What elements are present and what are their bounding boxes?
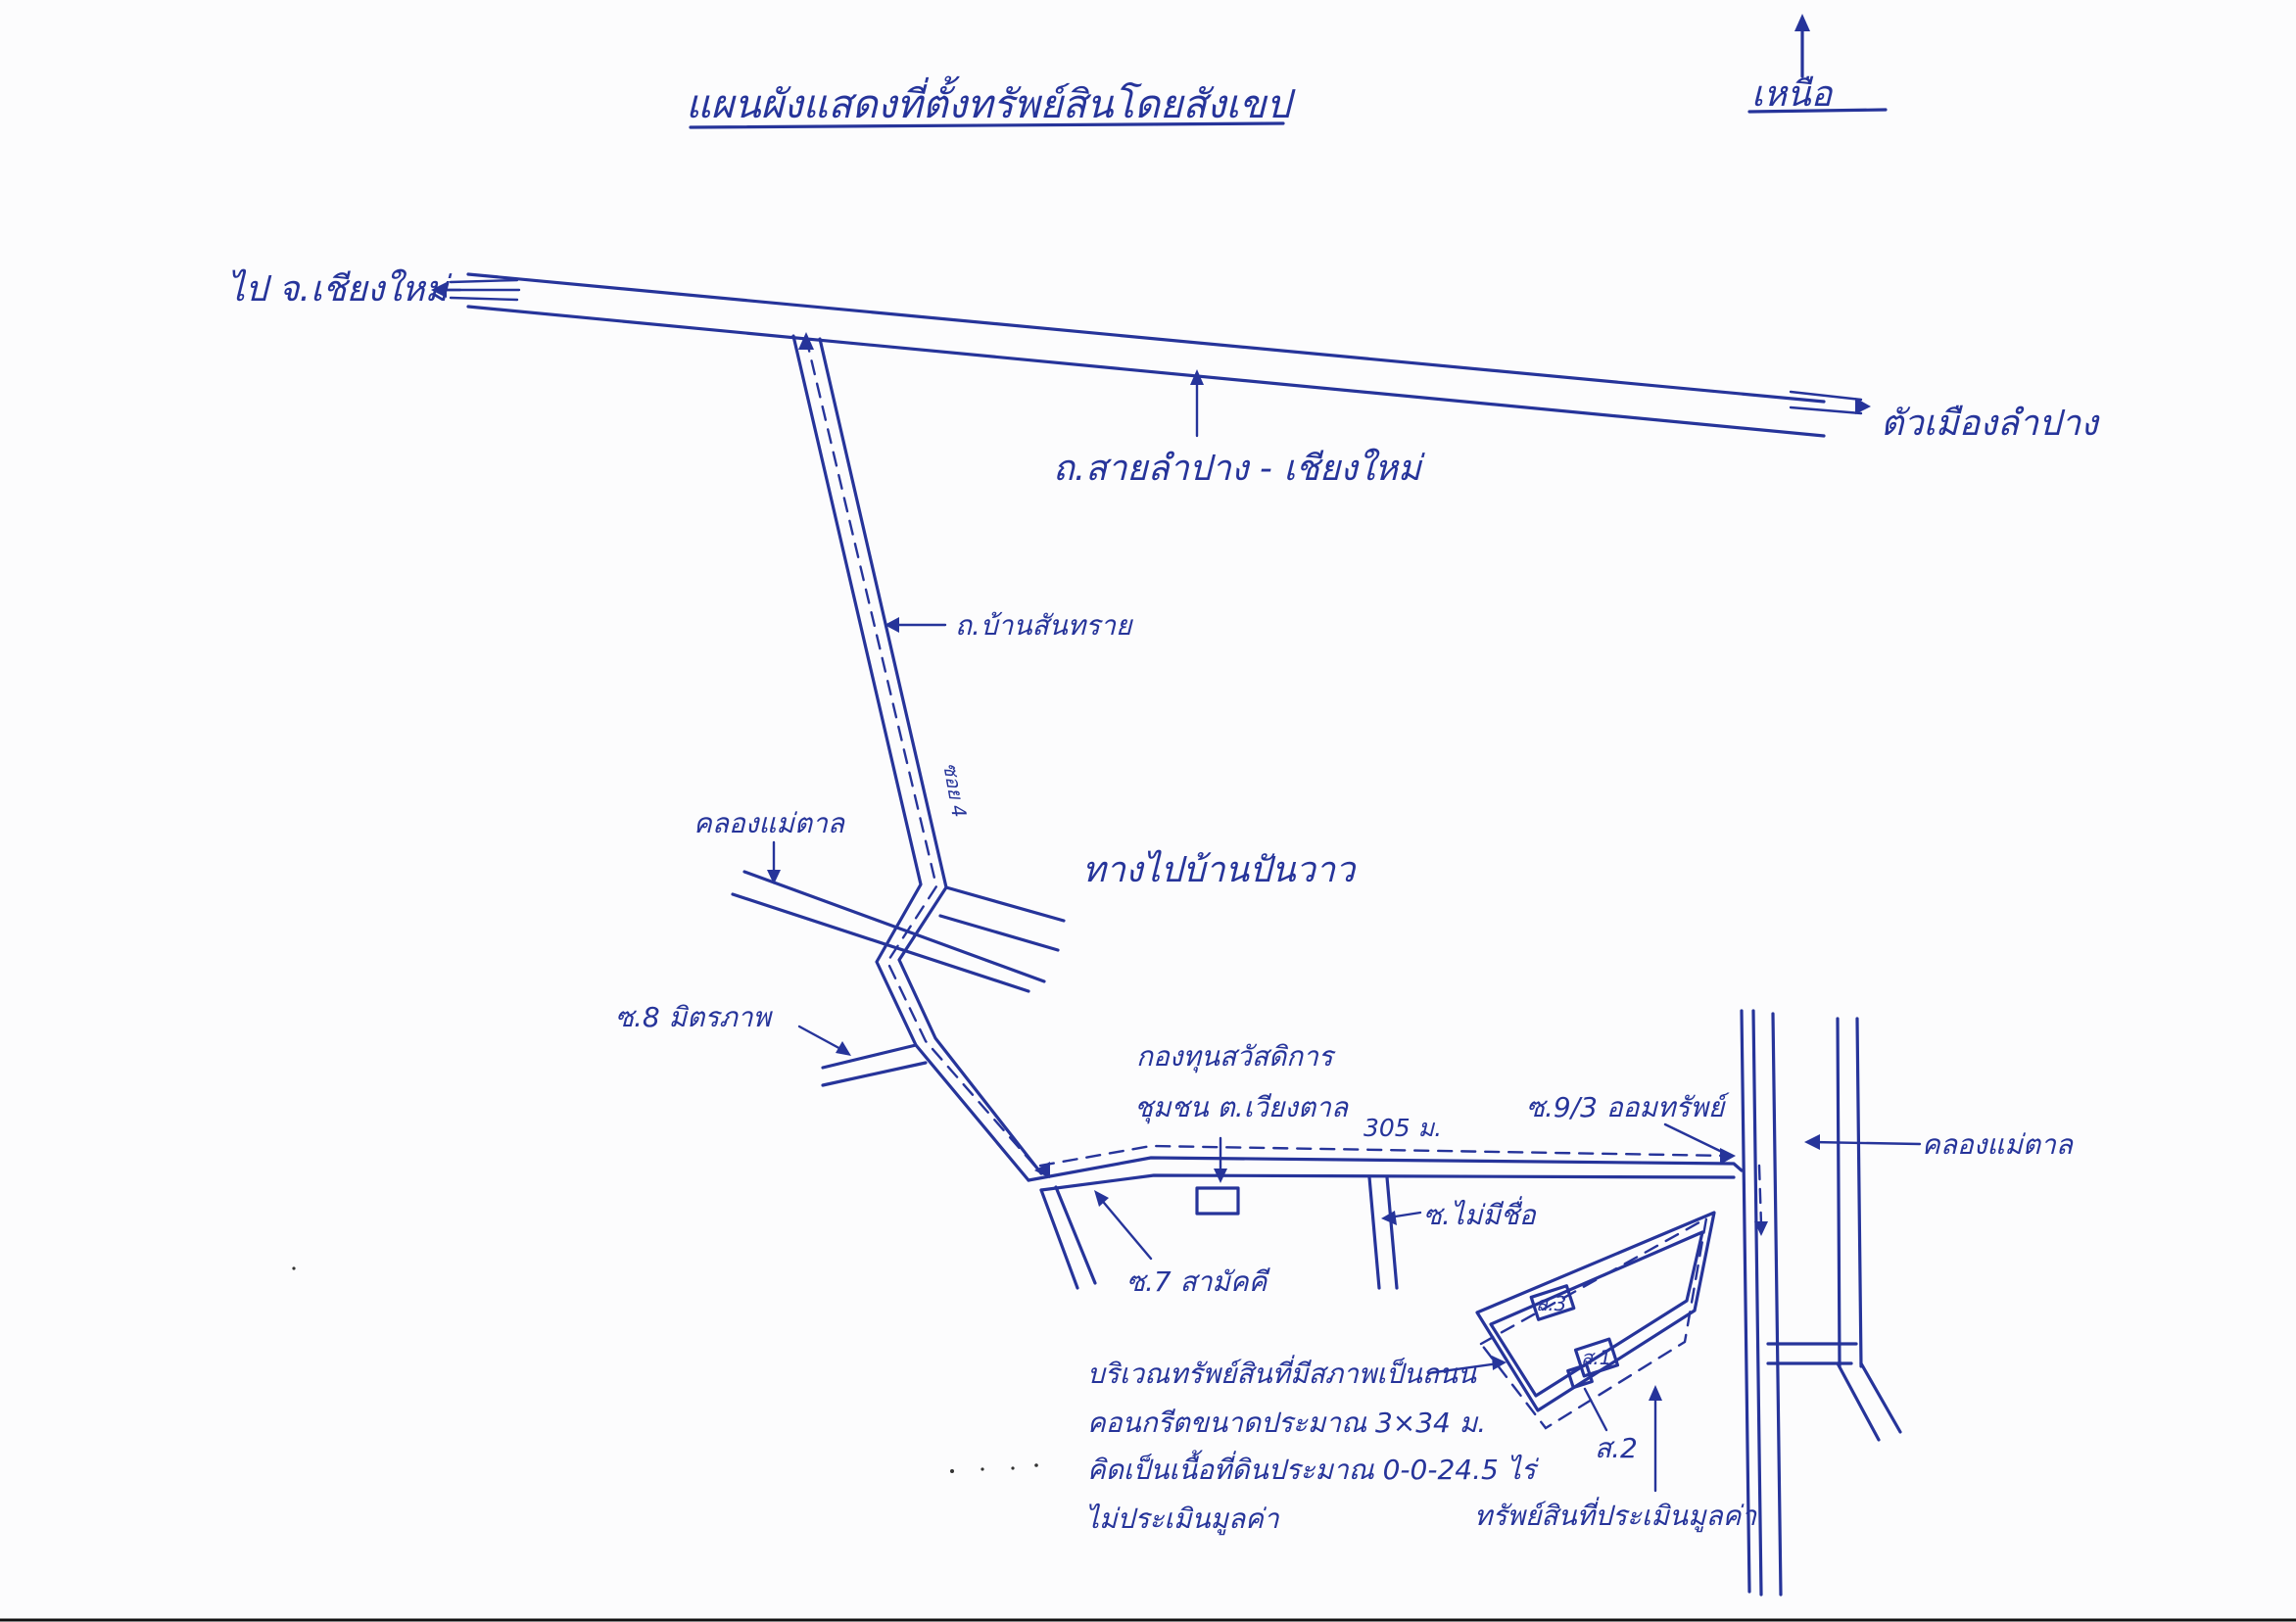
canal-mae-tan-right (1740, 1009, 1902, 1597)
label-soi-4: ซอย 4 (938, 761, 971, 820)
label-ban-san-sai-road: ถ.บ้านสันทราย (955, 609, 1133, 642)
pointer-main-road (1190, 369, 1204, 438)
note-line-1: บริเวณทรัพย์สินที่มีสภาพเป็นถนน (1087, 1355, 1477, 1390)
soi-7-road (1039, 1185, 1097, 1290)
pointer-appraised (1649, 1385, 1662, 1493)
ban-san-sai-road (791, 332, 1043, 1182)
label-soi-8: ซ.8 มิตรภาพ (615, 1001, 773, 1033)
label-soi-9-3: ซ.9/3 ออมทรัพย์ (1526, 1091, 1730, 1123)
label-fund-line2: ชุมชน ต.เวียงตาล (1134, 1091, 1350, 1124)
label-to-ban-pan-wao: ทางไปบ้านปันวาว (1082, 849, 1357, 890)
note-line-4: ไม่ประเมินมูลค่า (1085, 1503, 1280, 1536)
north-underline (1747, 108, 1888, 114)
east-west-road (1027, 1144, 1744, 1192)
pointer-canal-right (1804, 1134, 1922, 1150)
soi-8-road (821, 1043, 928, 1087)
arrow-left-icon (431, 282, 462, 298)
soi-no-name-road (1367, 1175, 1399, 1290)
north-arrow-icon (1794, 14, 1810, 78)
pointer-soi-9-3 (1663, 1122, 1728, 1156)
north-label: เหนือ (1751, 74, 1834, 115)
label-parcel-1: ส.1 (1581, 1346, 1611, 1369)
label-soi-no-name: ซ.ไม่มีชื่อ (1423, 1196, 1537, 1231)
pointer-soi-7 (1094, 1190, 1153, 1261)
note-line-2: คอนกรีตขนาดประมาณ 3×34 ม. (1087, 1407, 1486, 1439)
title-underline (689, 121, 1285, 129)
scan-specks (292, 1266, 1038, 1473)
pointer-soi-no-name (1381, 1211, 1422, 1225)
pointer-parcel-2 (1583, 1387, 1608, 1432)
fund-building (1195, 1136, 1240, 1216)
pointer-note (1426, 1356, 1507, 1375)
label-canal-mae-tan-left: คลองแม่ตาล (694, 807, 846, 839)
pointer-ban-san-sai (885, 617, 947, 633)
pointer-canal-left (767, 840, 781, 884)
label-to-chiang-mai: ไป จ.เชียงใหม่ (227, 268, 453, 310)
label-distance: 305 ม. (1363, 1114, 1442, 1142)
map-title: แผนผังแสดงที่ตั้งทรัพย์สินโดยสังเขป (686, 75, 1296, 127)
property-parcel (1475, 1211, 1716, 1430)
canal-mae-tan-left (731, 870, 1046, 993)
label-main-road: ถ.สายลำปาง - เชียงใหม่ (1053, 448, 1426, 489)
label-soi-7: ซ.7 สามัคคี (1126, 1265, 1270, 1298)
label-parcel-2: ส.2 (1595, 1432, 1638, 1464)
label-fund-line1: กองทุนสวัสดิการ (1136, 1040, 1336, 1073)
pointer-soi-8 (797, 1025, 851, 1056)
road-to-ban-pan-wao (938, 885, 1066, 952)
main-highway (434, 272, 1863, 438)
note-line-3: คิดเป็นเนื้อที่ดินประมาณ 0-0-24.5 ไร่ (1087, 1450, 1540, 1486)
arrow-right-icon (1855, 398, 1871, 414)
label-canal-mae-tan-right: คลองแม่ตาล (1922, 1128, 2075, 1161)
label-appraised-property: ทรัพย์สินที่ประเมินมูลค่า (1474, 1497, 1757, 1533)
label-to-lampang: ตัวเมืองลำปาง (1881, 404, 2100, 444)
label-parcel-3: ส.3 (1536, 1292, 1566, 1315)
